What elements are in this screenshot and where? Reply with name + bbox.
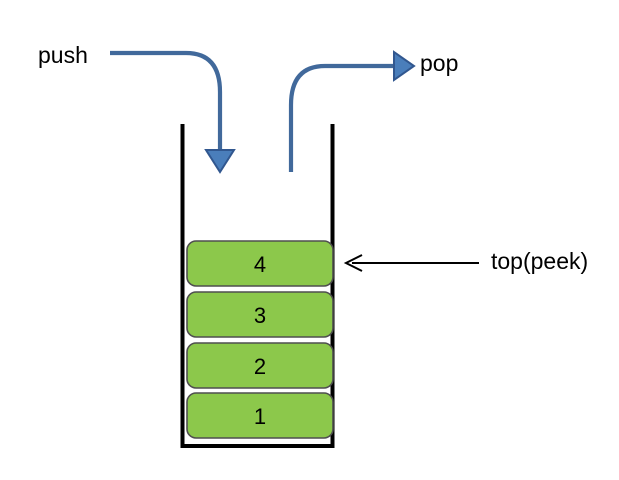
push-label: push (38, 42, 88, 68)
arrow-left-icon (343, 254, 479, 272)
stack-element-1[interactable] (186, 392, 334, 439)
stack-element-2[interactable] (186, 342, 334, 389)
stack-element-value-4: 4 (253, 252, 267, 277)
stack-container-icon (180, 124, 335, 448)
top-peek-label: top(peek) (491, 248, 589, 274)
stack-element-value-3: 3 (253, 303, 267, 328)
stack-element-value-1: 1 (253, 404, 267, 429)
stack-element-3[interactable] (186, 291, 334, 338)
stack-element-value-2: 2 (253, 354, 267, 379)
curved-arrow-up-right-icon (288, 50, 416, 172)
curved-arrow-down-icon (110, 50, 236, 174)
stack-element-4[interactable] (186, 240, 334, 287)
pop-label: pop (420, 50, 459, 76)
